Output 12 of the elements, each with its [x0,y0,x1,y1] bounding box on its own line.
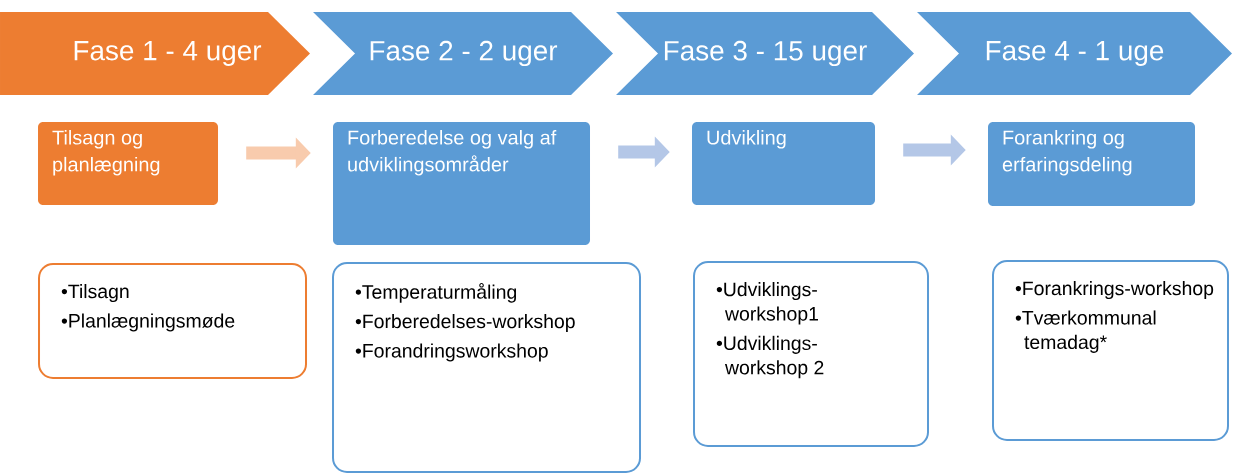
activity-box: •Temperaturmåling •Forberedelses-workshop •Forandringsworkshop [332,262,641,473]
activity-box: •Udviklings-workshop1 •Udviklings-workshop 2 [693,261,929,447]
phase-banner: Fase 4 - 1 uge [917,12,1232,95]
phase-banner: Fase 3 - 15 uger [616,12,914,95]
phase-box: Forankring og erfaringsdeling [988,122,1195,206]
phase-banner: Fase 1 - 4 uger [0,12,310,95]
phase-box: Forberedelse og valg af udviklingsområder [333,122,590,245]
phase-box: Tilsagn og planlægning [38,122,218,205]
phase-box: Udvikling [692,122,875,205]
activity-box: •Forankrings-workshop •Tværkommunal temadag* [992,260,1229,441]
activity-box: •Tilsagn •Planlægningsmøde [38,263,307,379]
phase-banner: Fase 2 - 2 uger [313,12,613,95]
